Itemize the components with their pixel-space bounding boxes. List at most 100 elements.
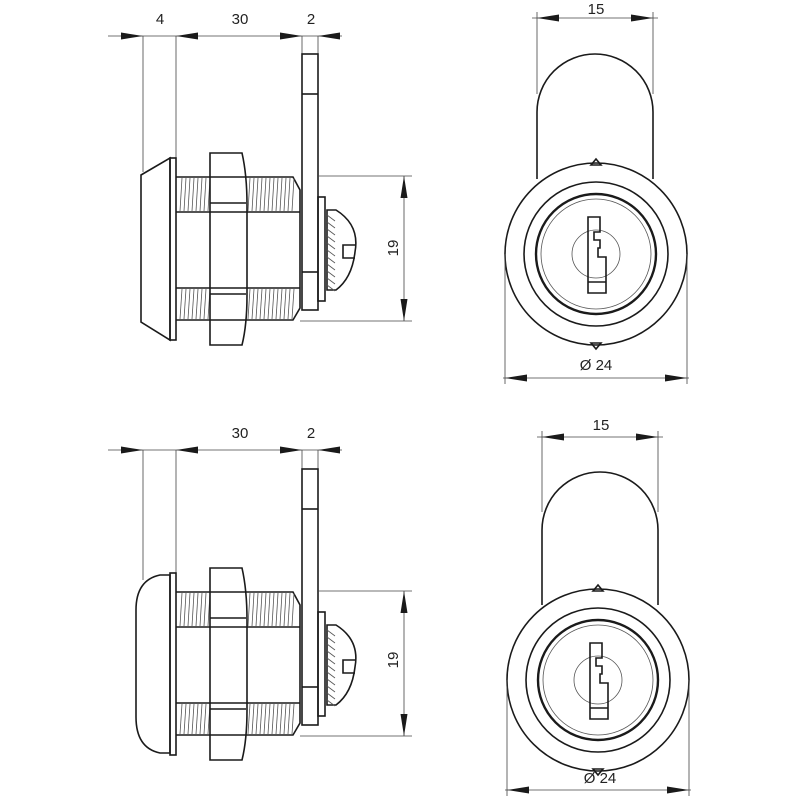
thread-line bbox=[259, 703, 263, 735]
thread-line bbox=[255, 703, 259, 735]
thread-line bbox=[191, 703, 195, 735]
top-front-view bbox=[503, 12, 689, 384]
bottom-side-view bbox=[108, 446, 412, 761]
thread-line bbox=[263, 592, 267, 627]
spring-line bbox=[326, 214, 336, 222]
screw-slot bbox=[342, 244, 355, 259]
thread-line bbox=[259, 288, 263, 320]
thread-line bbox=[263, 288, 267, 320]
outer-nut-ring bbox=[506, 588, 690, 772]
thread-line bbox=[187, 592, 191, 627]
bezel-ring bbox=[523, 181, 669, 327]
spring-line bbox=[326, 671, 336, 679]
thread-line bbox=[199, 592, 203, 627]
spring-line bbox=[326, 228, 336, 236]
thread-line bbox=[267, 592, 271, 627]
arrow-icon bbox=[176, 446, 198, 454]
thread-line bbox=[279, 288, 283, 320]
arrow-icon bbox=[667, 786, 689, 794]
screw-slot bbox=[342, 659, 355, 674]
arrow-icon bbox=[505, 374, 527, 382]
screw-head bbox=[326, 209, 357, 291]
cylinder-ring bbox=[536, 618, 660, 742]
cylinder-inner bbox=[542, 624, 654, 736]
arrow-icon bbox=[280, 446, 302, 454]
spring-line bbox=[326, 692, 336, 700]
thread-line bbox=[203, 703, 207, 735]
thread-line bbox=[283, 703, 287, 735]
thread-line bbox=[287, 288, 291, 320]
lock-body bbox=[176, 591, 301, 736]
keyway-circle bbox=[573, 655, 623, 705]
thread-line bbox=[195, 592, 199, 627]
thread-line bbox=[259, 592, 263, 627]
thread-line bbox=[271, 592, 275, 627]
dim-height-label: 19 bbox=[385, 240, 402, 257]
spring-line bbox=[326, 650, 336, 658]
spring-line bbox=[326, 664, 336, 672]
nut-corner bbox=[589, 342, 603, 351]
dim-cam-width-label: 15 bbox=[593, 417, 610, 434]
spring-line bbox=[326, 657, 336, 665]
thread-line bbox=[283, 592, 287, 627]
nut-corner bbox=[591, 583, 605, 592]
dim-diameter-label: Ø 24 bbox=[584, 770, 617, 787]
thread-line bbox=[291, 592, 295, 627]
arrow-icon bbox=[318, 446, 340, 454]
keyhole-icon bbox=[589, 642, 609, 720]
spring-line bbox=[326, 249, 336, 257]
lock-body bbox=[176, 176, 301, 321]
thread-line bbox=[199, 177, 203, 212]
hex-nut bbox=[209, 567, 248, 761]
thread-line bbox=[183, 592, 187, 627]
thread-line bbox=[247, 288, 251, 320]
keyhole-icon bbox=[587, 216, 607, 294]
thread-line bbox=[267, 177, 271, 212]
thread-line bbox=[287, 703, 291, 735]
thread-line bbox=[275, 288, 279, 320]
arrow-icon bbox=[665, 374, 687, 382]
spring-line bbox=[326, 699, 336, 707]
cap-flange bbox=[169, 572, 177, 756]
thread-line bbox=[199, 288, 203, 320]
arrow-icon bbox=[121, 32, 143, 40]
thread-line bbox=[255, 288, 259, 320]
dim-cam-label: 2 bbox=[307, 425, 315, 442]
washer bbox=[317, 611, 326, 717]
dim-body-label: 30 bbox=[232, 11, 249, 28]
thread-line bbox=[191, 592, 195, 627]
arrow-icon bbox=[542, 433, 564, 441]
thread-line bbox=[271, 288, 275, 320]
thread-line bbox=[195, 703, 199, 735]
cylinder-inner bbox=[540, 198, 652, 310]
spring-line bbox=[326, 629, 336, 637]
bezel-ring bbox=[525, 607, 671, 753]
cam-plate bbox=[301, 468, 319, 726]
thread-line bbox=[179, 592, 183, 627]
dim-cam-label: 2 bbox=[307, 11, 315, 28]
bottom-front-view bbox=[505, 431, 691, 796]
thread-line bbox=[183, 288, 187, 320]
thread-line bbox=[251, 592, 255, 627]
outer-nut-ring bbox=[504, 162, 688, 346]
thread-line bbox=[275, 592, 279, 627]
thread-line bbox=[247, 592, 251, 627]
spring-line bbox=[326, 284, 336, 292]
thread-line bbox=[183, 177, 187, 212]
thread-line bbox=[203, 592, 207, 627]
arrow-icon bbox=[400, 299, 408, 321]
spring-line bbox=[326, 643, 336, 651]
dim-cap-label: 4 bbox=[156, 11, 164, 28]
cylinder-ring bbox=[534, 192, 658, 316]
arrow-icon bbox=[400, 714, 408, 736]
arrow-icon bbox=[400, 591, 408, 613]
arrow-icon bbox=[631, 14, 653, 22]
keyway-circle bbox=[571, 229, 621, 279]
thread-line bbox=[191, 177, 195, 212]
arrow-icon bbox=[280, 32, 302, 40]
thread-line bbox=[283, 288, 287, 320]
thread-line bbox=[255, 177, 259, 212]
washer bbox=[317, 196, 326, 302]
dim-body-label: 30 bbox=[232, 425, 249, 442]
thread-line bbox=[283, 177, 287, 212]
